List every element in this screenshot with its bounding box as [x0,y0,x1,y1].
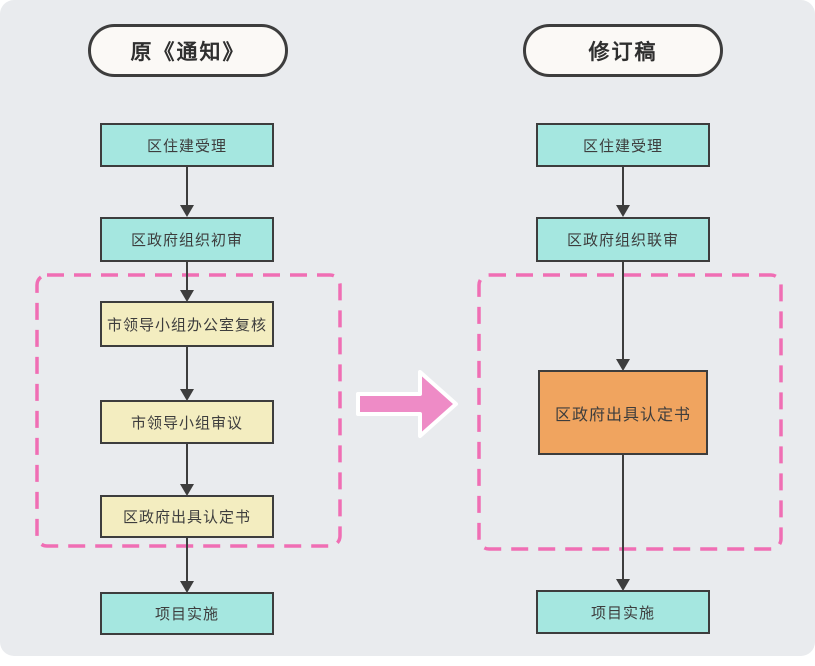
right-flow-title: 修订稿 [523,24,723,77]
flow-node: 市领导小组办公室复核 [100,301,274,347]
right-dashed-highlight-zone [477,273,783,551]
arrow-shaft [622,262,624,362]
arrow-head-icon [616,205,630,217]
left-dashed-highlight-zone [35,273,342,548]
transform-arrow-icon [356,370,458,438]
flow-arrow [615,455,631,591]
arrow-shaft [622,455,624,582]
arrow-head-icon [616,579,630,591]
arrow-head-icon [180,484,194,496]
flow-arrow [179,167,195,217]
flow-arrow [179,347,195,401]
arrow-shaft [186,167,188,208]
arrow-head-icon [180,290,194,302]
arrow-head-icon [180,205,194,217]
flow-node: 项目实施 [536,590,710,634]
flow-node: 区政府出具认定书 [538,370,708,455]
flow-arrow [179,262,195,302]
flow-node: 区政府组织联审 [536,217,710,262]
arrow-shaft [186,347,188,392]
arrow-shaft [622,167,624,208]
flow-node: 区政府出具认定书 [100,495,274,538]
arrow-head-icon [180,389,194,401]
arrow-head-icon [180,581,194,593]
flow-arrow [179,538,195,593]
arrow-shaft [186,262,188,293]
flow-node: 市领导小组审议 [100,400,274,444]
flow-node: 区政府组织初审 [100,217,274,262]
left-flow-title: 原《通知》 [88,24,288,77]
flow-arrow [179,444,195,496]
flow-arrow [615,262,631,371]
flow-node: 项目实施 [100,592,274,635]
flow-node: 区住建受理 [536,123,710,167]
arrow-shaft [186,538,188,584]
arrow-head-icon [616,359,630,371]
arrow-shaft [186,444,188,487]
flow-node: 区住建受理 [100,123,274,167]
flow-arrow [615,167,631,217]
